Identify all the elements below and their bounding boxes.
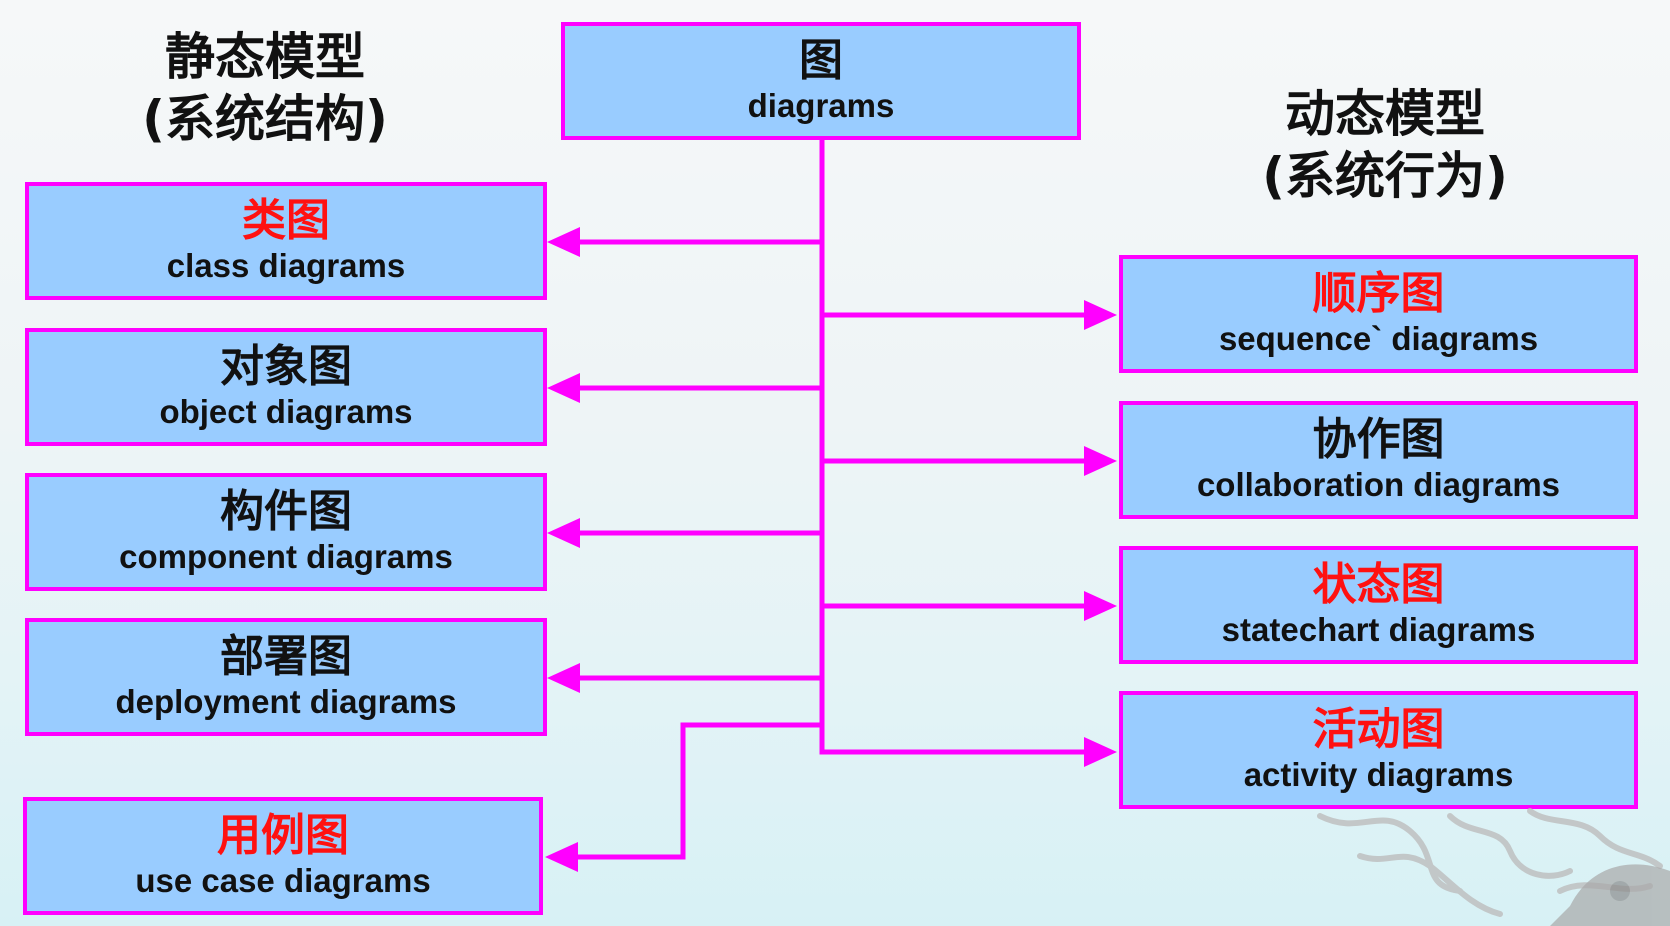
static-model-title: 静态模型: [165, 28, 365, 86]
collaboration-diagrams-en: collaboration diagrams: [1196, 466, 1561, 503]
activity-diagrams-box: 活动图 activity diagrams: [1119, 691, 1638, 809]
class-diagrams-box: 类图 class diagrams: [25, 182, 547, 300]
collaboration-diagrams-box: 协作图 collaboration diagrams: [1119, 401, 1638, 519]
statechart-diagrams-cn: 状态图: [1312, 559, 1445, 610]
class-diagrams-cn: 类图: [242, 195, 330, 246]
deployment-diagrams-en: deployment diagrams: [115, 683, 457, 720]
statechart-diagrams-en: statechart diagrams: [1221, 611, 1536, 648]
use-case-diagrams-en: use case diagrams: [135, 862, 431, 899]
object-diagrams-cn: 对象图: [220, 341, 352, 392]
dragon-watermark-icon: [1317, 808, 1670, 926]
component-diagrams-cn: 构件图: [220, 486, 352, 537]
sequence-diagrams-box: 顺序图 sequence` diagrams: [1119, 255, 1638, 373]
root-en-label: diagrams: [747, 87, 895, 124]
dynamic-model-title: 动态模型: [1285, 85, 1485, 143]
sequence-diagrams-cn: 顺序图: [1312, 268, 1445, 319]
root-diagrams-box: 图 diagrams: [561, 22, 1081, 140]
static-model-heading: 静态模型 (系统结构): [100, 26, 430, 150]
class-diagrams-en: class diagrams: [166, 247, 406, 284]
sequence-diagrams-en: sequence` diagrams: [1218, 320, 1539, 357]
deployment-diagrams-box: 部署图 deployment diagrams: [25, 618, 547, 736]
static-model-subtitle: (系统结构): [142, 90, 388, 148]
deployment-diagrams-cn: 部署图: [220, 631, 352, 682]
collaboration-diagrams-cn: 协作图: [1312, 414, 1445, 465]
use-case-diagrams-box: 用例图 use case diagrams: [23, 797, 543, 915]
dynamic-model-subtitle: (系统行为): [1262, 147, 1508, 205]
dynamic-model-heading: 动态模型 (系统行为): [1220, 83, 1550, 207]
object-diagrams-box: 对象图 object diagrams: [25, 328, 547, 446]
root-cn-label: 图: [799, 35, 843, 86]
activity-diagrams-en: activity diagrams: [1243, 756, 1514, 793]
component-diagrams-box: 构件图 component diagrams: [25, 473, 547, 591]
object-diagrams-en: object diagrams: [159, 393, 413, 430]
component-diagrams-en: component diagrams: [119, 538, 453, 575]
activity-diagrams-cn: 活动图: [1312, 704, 1445, 755]
use-case-diagrams-cn: 用例图: [217, 810, 349, 861]
statechart-diagrams-box: 状态图 statechart diagrams: [1119, 546, 1638, 664]
